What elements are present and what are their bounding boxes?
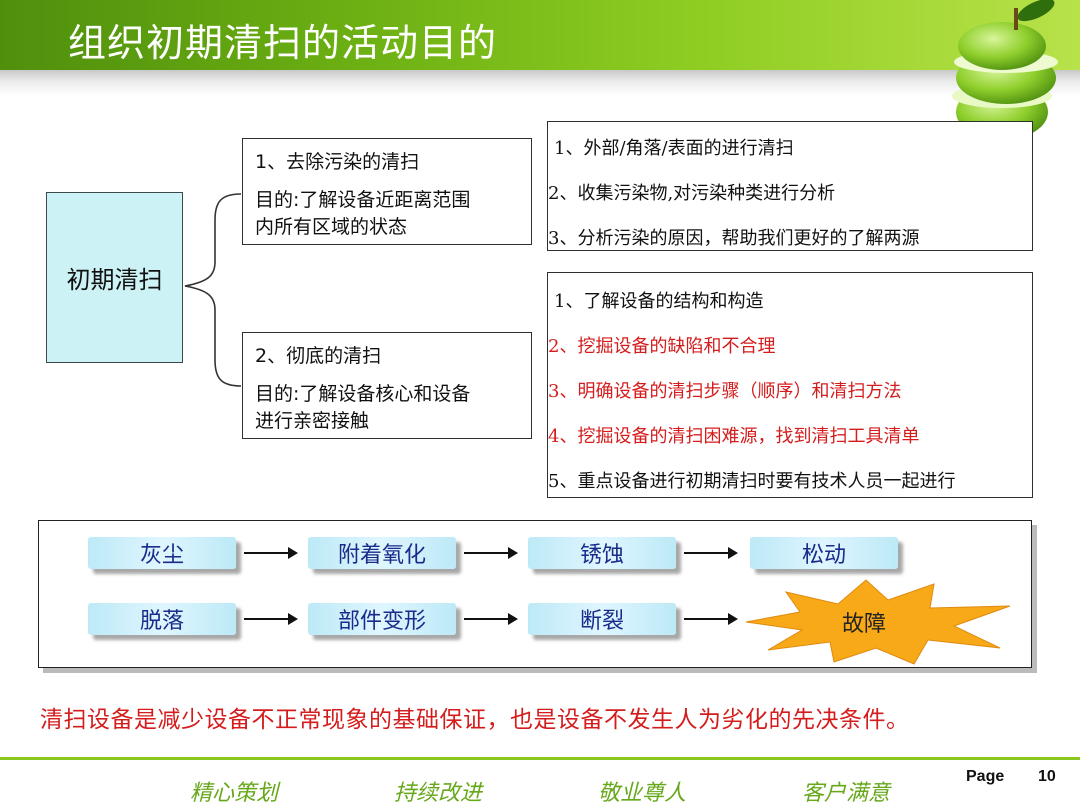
fault-label: 故障: [841, 612, 886, 637]
branch-2-purpose-line1: 目的:了解设备核心和设备: [255, 383, 471, 405]
page-number: 10: [1038, 768, 1056, 785]
header-shadow: [0, 70, 1080, 96]
branch-box-2: 2、彻底的清扫 目的:了解设备核心和设备 进行亲密接触: [242, 332, 532, 439]
footer-slogan: 持续改进: [394, 781, 483, 806]
flow-step: 部件变形: [308, 603, 456, 635]
flow-step: 脱落: [88, 603, 236, 635]
branch-1-purpose-line2: 内所有区域的状态: [255, 216, 408, 238]
page-label: Page: [966, 768, 1005, 785]
flow-step: 灰尘: [88, 537, 236, 569]
detail-box-2: 1、了解设备的结构和构造 2、挖掘设备的缺陷和不合理 3、明确设备的清扫步骤（顺…: [547, 272, 1033, 498]
fault-burst-shape: [745, 579, 1011, 665]
detail-1-item: 2、收集污染物,对污染种类进行分析: [548, 183, 836, 204]
brace-connector: [184, 193, 242, 387]
footer-divider: [0, 757, 1080, 760]
flow-step: 附着氧化: [308, 537, 456, 569]
flow-arrow: [244, 613, 298, 625]
flow-arrow: [684, 547, 738, 559]
footer-slogan: 敬业尊人: [598, 781, 687, 806]
branch-2-purpose-line2: 进行亲密接触: [255, 410, 370, 432]
branch-2-heading: 2、彻底的清扫: [255, 345, 382, 367]
footer-slogan: 精心策划: [190, 781, 279, 806]
branch-1-heading: 1、去除污染的清扫: [255, 151, 420, 173]
detail-2-item: 3、明确设备的清扫步骤（顺序）和清扫方法: [548, 381, 902, 402]
branch-1-purpose-line1: 目的:了解设备近距离范围: [255, 189, 471, 211]
summary-note: 清扫设备是减少设备不正常现象的基础保证，也是设备不发生人为劣化的先决条件。: [40, 707, 910, 733]
header-bar: [0, 0, 1080, 70]
flow-arrow: [684, 613, 738, 625]
footer-slogan: 客户满意: [802, 781, 891, 806]
flow-step: 锈蚀: [528, 537, 676, 569]
branch-box-1: 1、去除污染的清扫 目的:了解设备近距离范围 内所有区域的状态: [242, 138, 532, 245]
detail-2-item: 1、了解设备的结构和构造: [554, 291, 764, 312]
detail-2-item: 5、重点设备进行初期清扫时要有技术人员一起进行: [548, 471, 956, 492]
flow-arrow: [464, 547, 518, 559]
detail-1-item: 1、外部/角落/表面的进行清扫: [554, 138, 794, 159]
flow-arrow: [244, 547, 298, 559]
detail-2-item: 2、挖掘设备的缺陷和不合理: [548, 336, 776, 357]
root-node: 初期清扫: [46, 192, 183, 363]
detail-1-item: 3、分析污染的原因，帮助我们更好的了解两源: [548, 228, 920, 249]
detail-2-item: 4、挖掘设备的清扫困难源，找到清扫工具清单: [548, 426, 920, 447]
page-title: 组织初期清扫的活动目的: [68, 21, 498, 65]
root-label: 初期清扫: [66, 266, 163, 294]
flow-step: 松动: [750, 537, 898, 569]
detail-box-1: 1、外部/角落/表面的进行清扫 2、收集污染物,对污染种类进行分析 3、分析污染…: [547, 121, 1033, 251]
flow-step: 断裂: [528, 603, 676, 635]
flow-arrow: [464, 613, 518, 625]
